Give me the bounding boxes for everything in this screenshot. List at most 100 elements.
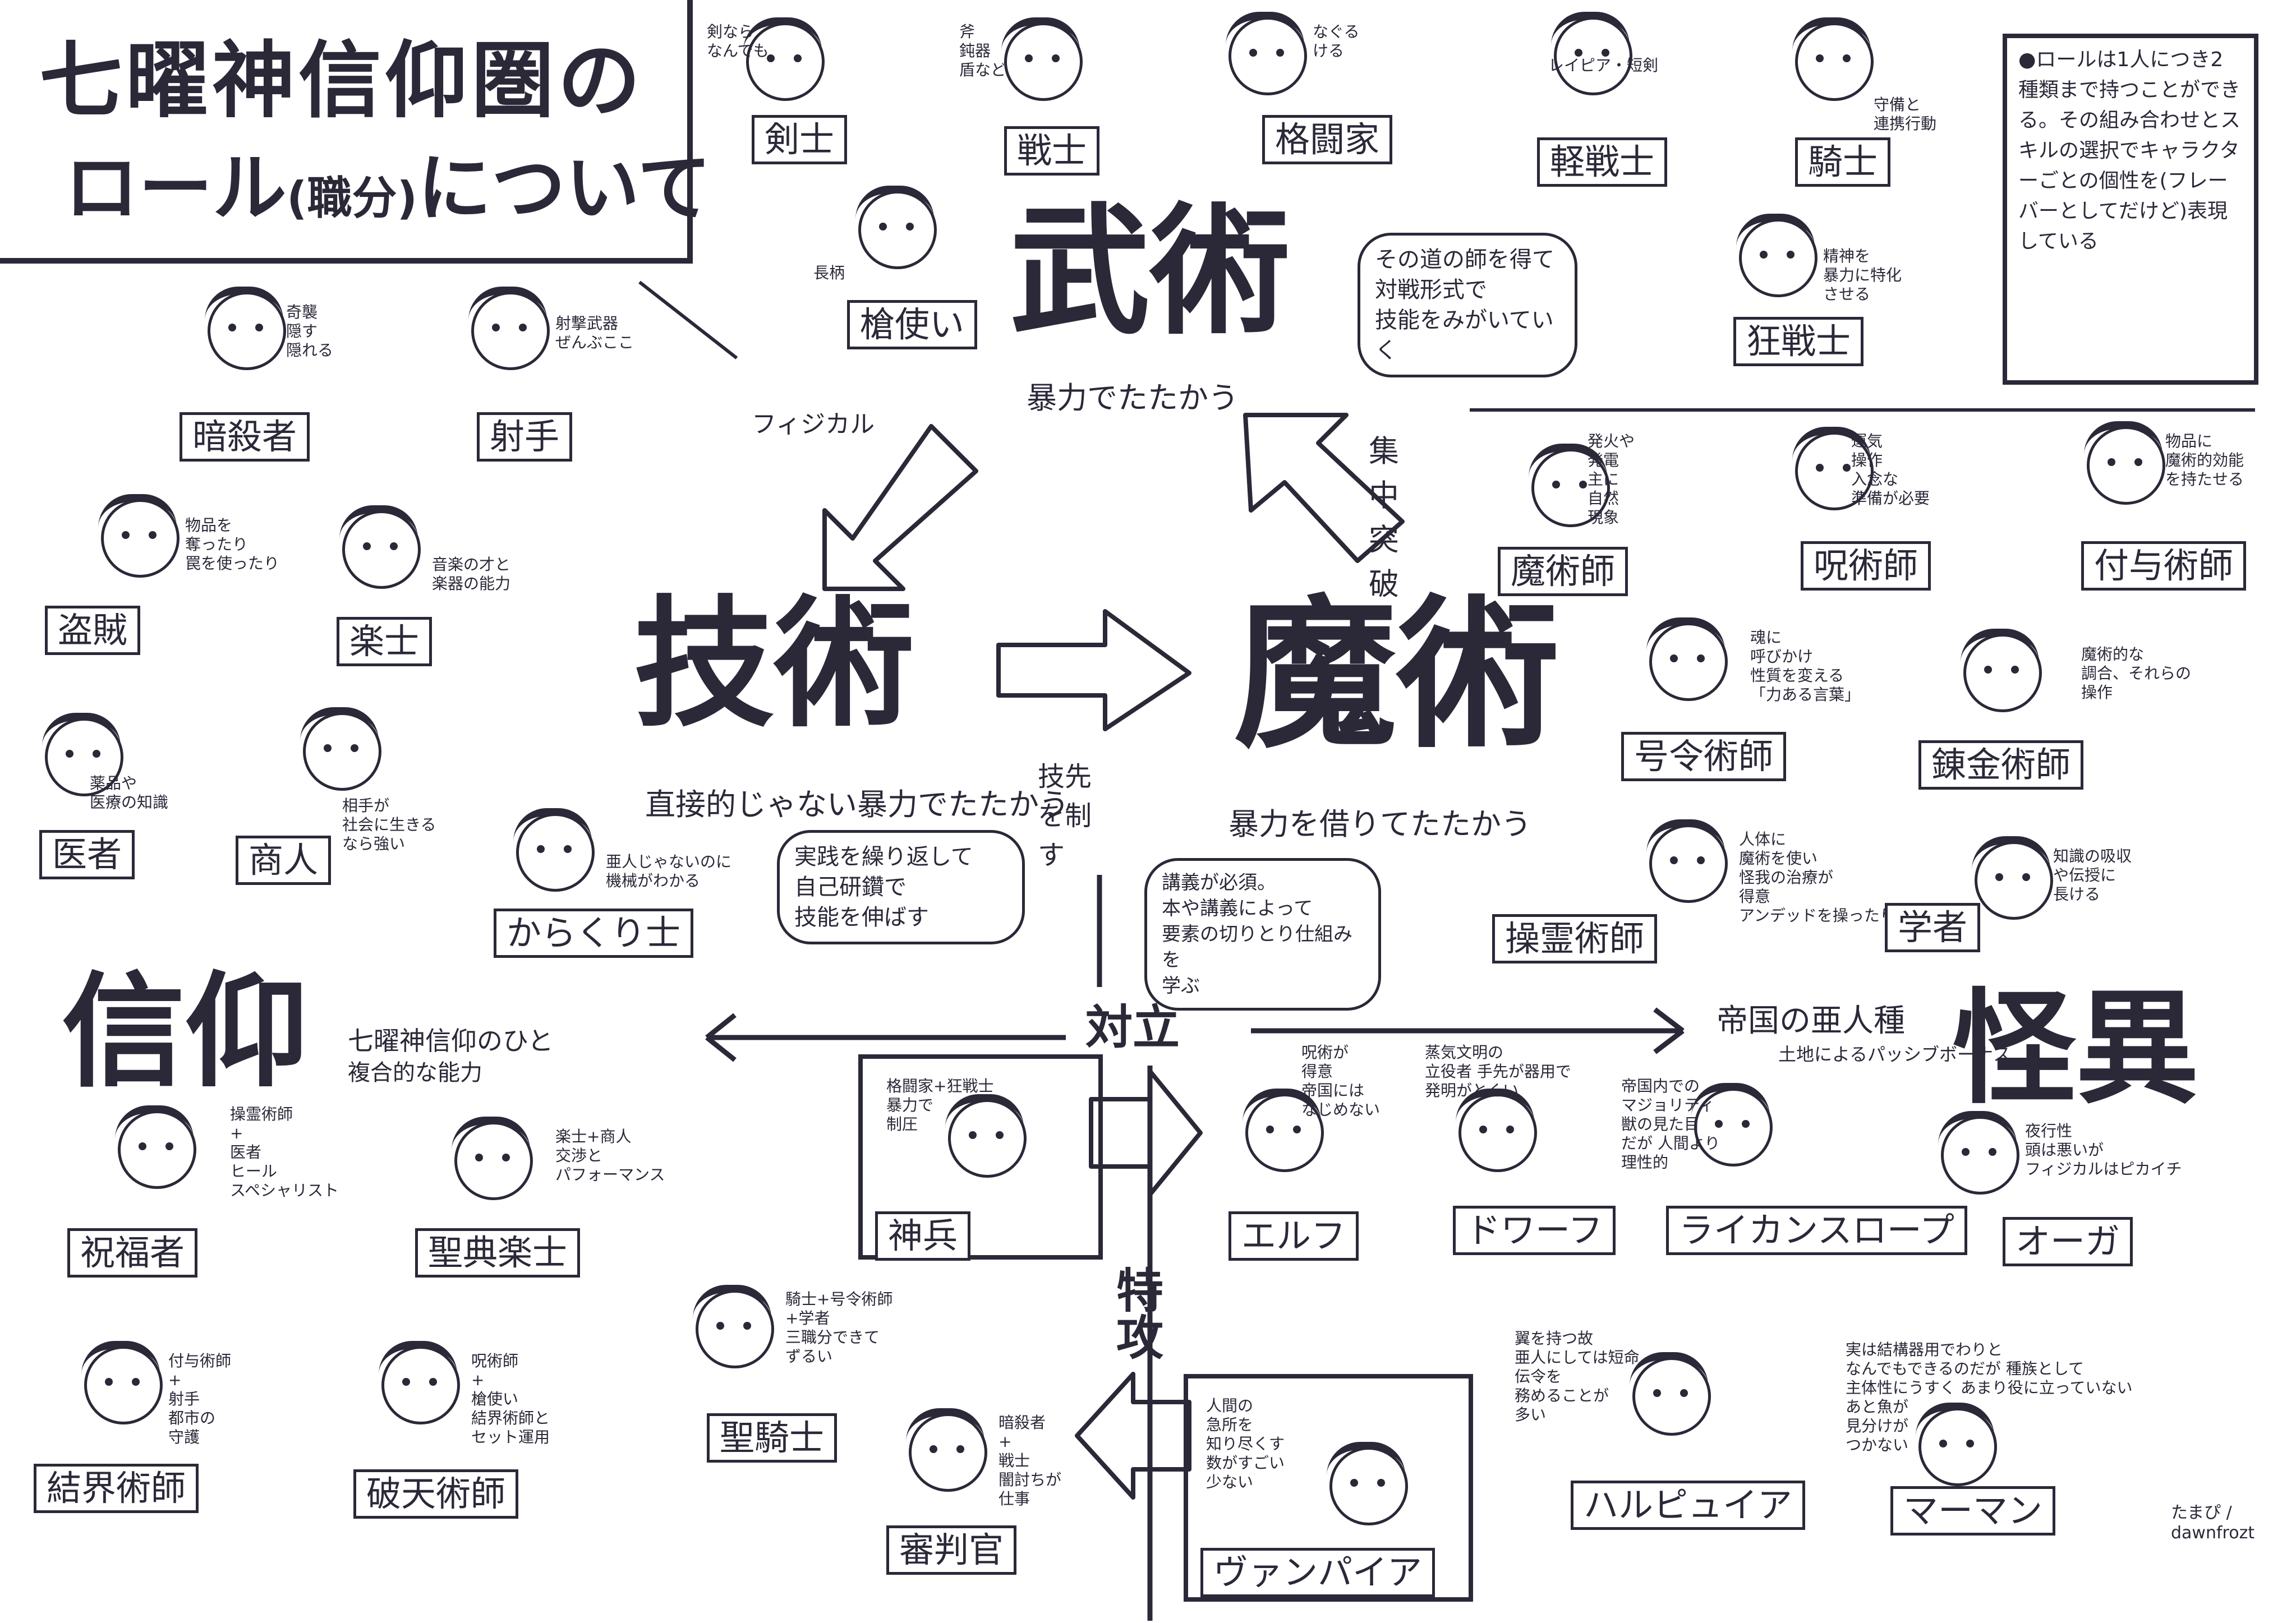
shinpankan-annotation: 暗殺者 + 戦士 闇討ちが 仕事: [999, 1413, 1062, 1508]
gakusha-annotation: 知識の吸収 や伝授に 長ける: [2053, 847, 2132, 903]
gakusha-portrait-icon: [1972, 836, 2053, 920]
dwarf-portrait-icon: [1456, 1089, 1537, 1172]
kishi-portrait-icon: [1792, 17, 1874, 101]
category-kaii-sub2: 土地によるパッシブボーナス: [1778, 1044, 2012, 1065]
soushi-annotation: 長柄: [813, 264, 845, 282]
category-bujutsu-sub: 暴力でたたかう: [1027, 380, 1239, 416]
arrow-skill-label: 技先を制す: [1038, 761, 1092, 871]
elf-role-label: エルフ: [1228, 1211, 1359, 1261]
fuyojutsushi-annotation: 物品に 魔術的効能 を持たせる: [2165, 432, 2244, 488]
renkin-annotation: 魔術的な 調合、それらの 操作: [2081, 645, 2192, 702]
jujutsushi-annotation: 運気 操作 入念な 準備が必要: [1851, 432, 1930, 508]
kyousenshi-annotation: 精神を 暴力に特化 させる: [1823, 247, 1902, 303]
special-attack-label: 特攻: [1116, 1264, 1164, 1366]
senshi-annotation: 斧 鈍器 盾など: [959, 22, 1007, 79]
arrow-focus-label: 集中突破: [1369, 434, 1399, 602]
kekkai-portrait-icon: [81, 1341, 163, 1424]
shinpankan-role-label: 審判官: [886, 1525, 1017, 1575]
vampire-role-label: ヴァンパイア: [1200, 1548, 1435, 1598]
haten-portrait-icon: [379, 1341, 460, 1424]
touzoku-role-label: 盗賊: [45, 606, 141, 656]
bubble-majutsu: 講義が必須。 本や講義によって 要素の切りとり仕組みを 学ぶ: [1144, 858, 1381, 1011]
senshi-portrait-icon: [1001, 17, 1083, 101]
shinpei-portrait-icon: [945, 1094, 1027, 1178]
bubble-gijutsu: 実践を繰り返して 自己研鑽で 技能を伸ばす: [777, 830, 1025, 944]
touzoku-portrait-icon: [98, 494, 180, 578]
jujutsushi-role-label: 呪術師: [1801, 541, 1931, 591]
shukufuku-portrait-icon: [115, 1105, 196, 1189]
gakusha-role-label: 学者: [1885, 903, 1981, 953]
divider-line: [1470, 408, 2255, 412]
lycan-annotation: 帝国内での マジョリティ 獣の見た目 だが 人間より 理性的: [1621, 1077, 1720, 1172]
kekkai-annotation: 付与術師 + 射手 都市の 守護: [168, 1352, 232, 1446]
kishi-annotation: 守備と 連携行動: [1874, 95, 1937, 133]
gakushi-role-label: 楽士: [337, 617, 432, 667]
category-shinko-sub2: 複合的な能力: [348, 1060, 482, 1086]
category-gijutsu: 技術: [634, 583, 914, 746]
seiten-annotation: 楽士+商人 交渉と パフォーマンス: [555, 1127, 665, 1184]
shashu-role-label: 射手: [477, 412, 573, 462]
kakutouka-annotation: なぐる ける: [1313, 22, 1360, 60]
jujutsushi-portrait-icon: [1792, 427, 1874, 510]
majutsushi-role-label: 魔術師: [1498, 547, 1628, 597]
gourei-annotation: 魂に 呼びかけ 性質を変える 「力ある言葉」: [1750, 628, 1861, 704]
karakuri-portrait-icon: [513, 808, 595, 892]
merman-annotation: 実は結構器用でわりと なんでもできるのだが 種族として 主体性にうすく あまり役…: [1846, 1340, 2133, 1454]
ogre-annotation: 夜行性 頭は悪いが フィジカルはピカイチ: [2025, 1122, 2182, 1178]
renkin-portrait-icon: [1961, 629, 2042, 712]
isha-role-label: 医者: [39, 830, 135, 880]
shukufuku-annotation: 操霊術師 + 医者 ヒール スペシャリスト: [230, 1105, 339, 1200]
ogre-portrait-icon: [1938, 1111, 2019, 1195]
title-paren: (職分): [287, 172, 418, 224]
fuyojutsushi-role-label: 付与術師: [2081, 541, 2247, 591]
title-role: ロール: [65, 145, 287, 232]
shounin-portrait-icon: [300, 707, 381, 791]
ansatsusha-portrait-icon: [205, 287, 286, 370]
seikishi-role-label: 聖騎士: [707, 1413, 838, 1463]
kyousenshi-role-label: 狂戦士: [1733, 317, 1864, 367]
kenshi-role-label: 剣士: [752, 115, 848, 165]
category-majutsu-sub: 暴力を借りてたたかう: [1228, 806, 1531, 842]
sourei-portrait-icon: [1646, 819, 1728, 903]
category-majutsu: 魔術: [1234, 581, 1559, 770]
seiten-role-label: 聖典楽士: [415, 1228, 581, 1278]
shashu-annotation: 射撃武器 ぜんぶここ: [555, 314, 634, 352]
haten-role-label: 破天術師: [353, 1469, 519, 1519]
category-bujutsu: 武術: [1010, 190, 1290, 353]
majutsushi-annotation: 発火や 発電 主に 自然 現象: [1588, 432, 1635, 527]
soushi-portrait-icon: [855, 186, 937, 269]
lycan-portrait-icon: [1691, 1083, 1773, 1166]
shinpei-role-label: 神兵: [875, 1211, 971, 1261]
shinpei-annotation: 格闘家+狂戦士 暴力で 制圧: [886, 1077, 994, 1133]
touzoku-annotation: 物品を 奪ったり 罠を使ったり: [185, 516, 280, 573]
fuyojutsushi-portrait-icon: [2084, 421, 2165, 505]
seikishi-portrait-icon: [693, 1285, 774, 1368]
kyousenshi-portrait-icon: [1736, 214, 1818, 297]
seiten-portrait-icon: [452, 1117, 533, 1200]
category-gijutsu-sub: 直接的じゃない暴力でたたかう: [645, 787, 1069, 822]
shounin-annotation: 相手が 社会に生きる なら強い: [342, 796, 436, 853]
note-text: ●ロールは1人につき2種類まで持つことができる。その組み合わせとスキルの選択でキ…: [2018, 48, 2241, 253]
arrow-right-shape: [1089, 1069, 1203, 1197]
gourei-portrait-icon: [1646, 617, 1728, 701]
isha-portrait-icon: [42, 713, 123, 796]
merman-portrait-icon: [1916, 1403, 1997, 1486]
arrow-physical-label: フィジカル: [752, 410, 875, 439]
category-kaii: 怪異: [1952, 977, 2200, 1121]
renkin-role-label: 錬金術師: [1918, 740, 2084, 790]
shukufuku-role-label: 祝福者: [67, 1228, 198, 1278]
title-line-1: 七曜神信仰圏の: [39, 33, 644, 129]
karakuri-annotation: 亜人じゃないのに 機械がわかる: [606, 852, 732, 890]
arrow-focus-shape: [1243, 413, 1405, 563]
kekkai-role-label: 結界術師: [34, 1464, 199, 1514]
soushi-role-label: 槍使い: [847, 300, 978, 350]
shounin-role-label: 商人: [236, 836, 332, 886]
title-tail: について: [417, 145, 712, 232]
title-line-2: ロール(職分)について: [65, 151, 711, 225]
dwarf-annotation: 蒸気文明の 立役者 手先が器用で 発明がとくい: [1425, 1043, 1571, 1100]
merman-role-label: マーマン: [1890, 1486, 2056, 1536]
oppose-arrowhead-left: [705, 1013, 737, 1062]
vampire-annotation: 人間の 急所を 知り尽くす 数がすごい 少ない: [1206, 1396, 1285, 1491]
